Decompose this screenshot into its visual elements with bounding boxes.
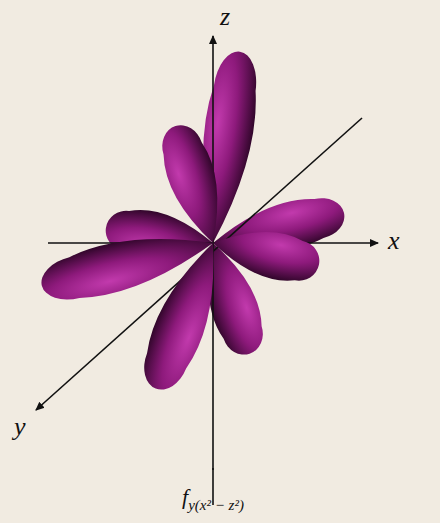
axis-label: y [14,414,26,440]
back-lobes [103,48,350,361]
axis-label: z [220,4,230,30]
axis-label: x [388,228,400,254]
front-lobes [36,119,324,398]
axes [36,36,378,505]
orbital-caption: fy(x² − z²) [182,486,244,508]
